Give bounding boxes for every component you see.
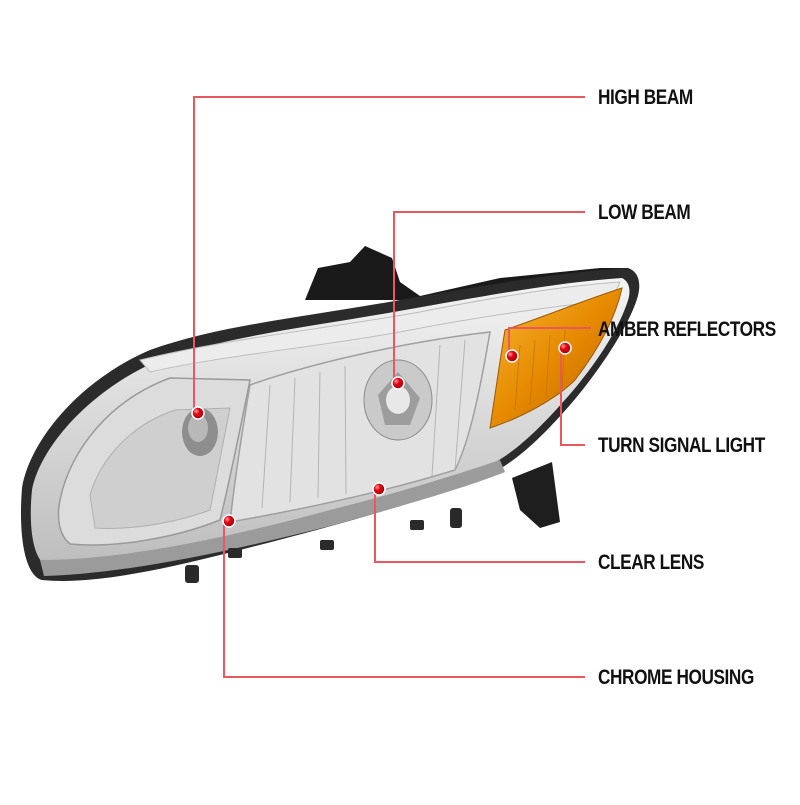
label-low-beam: LOW BEAM — [598, 201, 691, 224]
label-amber-reflectors: AMBER REFLECTORS — [598, 318, 776, 341]
leader-high-beam — [193, 96, 585, 413]
high-beam-reflector — [57, 377, 251, 546]
marker-turn-signal-dot — [558, 341, 572, 355]
marker-amber-reflectors-dot — [505, 349, 519, 363]
label-chrome-housing: CHROME HOUSING — [598, 666, 754, 689]
marker-low-beam-dot — [391, 376, 405, 390]
label-high-beam: HIGH BEAM — [598, 86, 693, 109]
marker-chrome-housing-dot — [222, 514, 236, 528]
leader-amber-reflectors — [508, 327, 591, 356]
leader-chrome-housing — [223, 521, 585, 678]
label-turn-signal-light: TURN SIGNAL LIGHT — [598, 434, 765, 457]
label-clear-lens: CLEAR LENS — [598, 551, 704, 574]
marker-high-beam-dot — [191, 406, 205, 420]
marker-clear-lens-dot — [372, 482, 386, 496]
leader-turn-signal-light — [560, 348, 585, 446]
low-beam-reflector — [229, 331, 491, 523]
leader-low-beam — [393, 211, 585, 383]
amber-reflector — [489, 287, 623, 429]
leader-clear-lens — [374, 489, 585, 563]
mounting-tabs — [185, 508, 462, 583]
